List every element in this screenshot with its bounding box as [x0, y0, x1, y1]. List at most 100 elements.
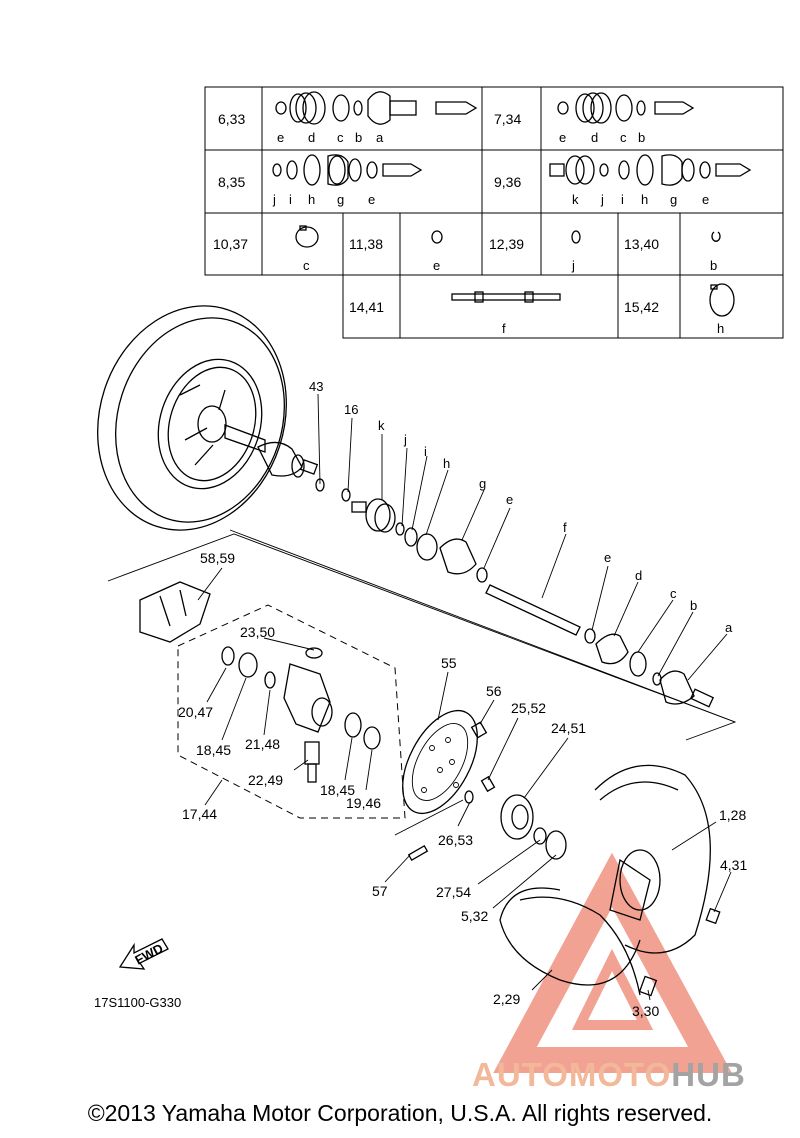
callout-55: 55	[441, 655, 457, 671]
kit-letter: e	[433, 258, 440, 273]
kit-8-35-parts-icon	[272, 154, 423, 186]
callout-e: e	[604, 550, 611, 565]
callout-1-28: 1,28	[719, 807, 746, 823]
kit-letter: h	[308, 192, 315, 207]
copyright-notice: ©2013 Yamaha Motor Corporation, U.S.A. A…	[87, 1100, 713, 1126]
callout-e: e	[506, 492, 513, 507]
kit-letter: b	[638, 130, 645, 145]
callout-18-45: 18,45	[196, 742, 231, 758]
callout-h: h	[443, 456, 450, 471]
brake-disc-icon	[402, 709, 478, 815]
callout-43: 43	[309, 379, 323, 394]
diagram-code: 17S1100-G330	[94, 995, 182, 1010]
wheel-tire-assembly-icon	[97, 305, 287, 531]
kit-letter: b	[710, 258, 717, 273]
kit-letter: c	[303, 258, 310, 273]
callout-57: 57	[372, 883, 388, 899]
kit-7-34-parts-icon	[557, 92, 695, 124]
kit-letter: j	[272, 192, 276, 207]
kit-letter: e	[368, 192, 375, 207]
kit-6-33-parts-icon	[275, 91, 478, 125]
callout-b: b	[690, 598, 697, 613]
kit-letter: d	[591, 130, 598, 145]
callout-26-53: 26,53	[438, 832, 473, 848]
kit-letter: a	[376, 130, 384, 145]
kit-letter: c	[620, 130, 627, 145]
callout-d: d	[635, 568, 642, 583]
callout-a: a	[725, 620, 733, 635]
fwd-label: FWD	[132, 941, 165, 968]
callout-20-47: 20,47	[178, 704, 213, 720]
kit-code: 9,36	[494, 174, 521, 190]
cv-axle-upper-icon	[257, 441, 715, 708]
kit-code: 6,33	[218, 111, 245, 127]
kit-letter: h	[717, 321, 724, 336]
kit-letter: k	[572, 192, 579, 207]
kit-letter: d	[308, 130, 315, 145]
callout-i: i	[424, 444, 427, 459]
wheel-hub-icon	[500, 794, 567, 860]
callout-18-45: 18,45	[320, 782, 355, 798]
kit-code: 13,40	[624, 236, 659, 252]
kit-code: 11,38	[349, 236, 383, 252]
kit-letter: i	[289, 192, 292, 207]
knuckle-assembly-icon	[139, 581, 381, 783]
watermark-part1: AUTOMOTO	[472, 1056, 672, 1093]
kit-letter: g	[670, 192, 677, 207]
kit-letter: h	[641, 192, 648, 207]
kit-letter: c	[337, 130, 344, 145]
callout-24-51: 24,51	[551, 720, 586, 736]
callout-labels: 43 16 k j i h g e f e d c b a 58,59 23,5…	[178, 379, 747, 1019]
kit-letter: b	[355, 130, 362, 145]
callout-16: 16	[344, 402, 358, 417]
callout-58-59: 58,59	[200, 550, 235, 566]
callout-23-50: 23,50	[240, 624, 275, 640]
callout-17-44: 17,44	[182, 806, 217, 822]
kit-letter: e	[277, 130, 284, 145]
kit-code: 12,39	[489, 236, 524, 252]
kit-letter: f	[502, 321, 506, 336]
drive-shaft-f-icon	[451, 291, 561, 303]
clamp-h-icon	[709, 283, 735, 317]
callout-19-46: 19,46	[346, 795, 381, 811]
callout-5-32: 5,32	[461, 908, 488, 924]
clip-b-icon	[711, 231, 721, 242]
kit-9-36-parts-icon	[549, 154, 752, 186]
parts-kit-table: 6,33 7,34 8,35 9,36 10,37 11,38 12,39 13…	[204, 86, 784, 339]
kit-code: 7,34	[494, 111, 521, 127]
clamp-c-icon	[295, 225, 319, 248]
watermark-logo: AUTOMOTOHUB	[472, 1056, 746, 1094]
kit-code: 14,41	[349, 299, 384, 315]
kit-code: 15,42	[624, 299, 659, 315]
callout-25-52: 25,52	[511, 700, 546, 716]
kit-letter: j	[600, 192, 604, 207]
rim-halves-icon	[499, 764, 721, 997]
kit-letter: e	[559, 130, 566, 145]
kit-letter: j	[571, 258, 575, 273]
kit-letter: i	[621, 192, 624, 207]
callout-j: j	[403, 432, 407, 447]
reference-lines	[107, 529, 737, 836]
callout-56: 56	[486, 683, 502, 699]
callout-4-31: 4,31	[720, 857, 747, 873]
watermark-part2: HUB	[671, 1056, 746, 1093]
clamp-e-icon	[431, 230, 443, 244]
callout-22-49: 22,49	[248, 772, 283, 788]
callout-c: c	[670, 586, 677, 601]
bolts-icon	[407, 721, 496, 861]
clip-j-icon	[571, 230, 581, 244]
callout-f: f	[563, 520, 567, 535]
callout-g: g	[479, 476, 486, 491]
fwd-arrow-icon: FWD	[118, 938, 169, 970]
callout-k: k	[378, 418, 385, 433]
callout-2-29: 2,29	[493, 991, 520, 1007]
callout-21-48: 21,48	[245, 736, 280, 752]
kit-code: 10,37	[213, 236, 248, 252]
kit-letter: e	[702, 192, 709, 207]
watermark-triangle-icon	[493, 852, 732, 1073]
kit-letter: g	[337, 192, 344, 207]
kit-code: 8,35	[218, 174, 245, 190]
callout-3-30: 3,30	[632, 1003, 659, 1019]
callout-27-54: 27,54	[436, 884, 471, 900]
